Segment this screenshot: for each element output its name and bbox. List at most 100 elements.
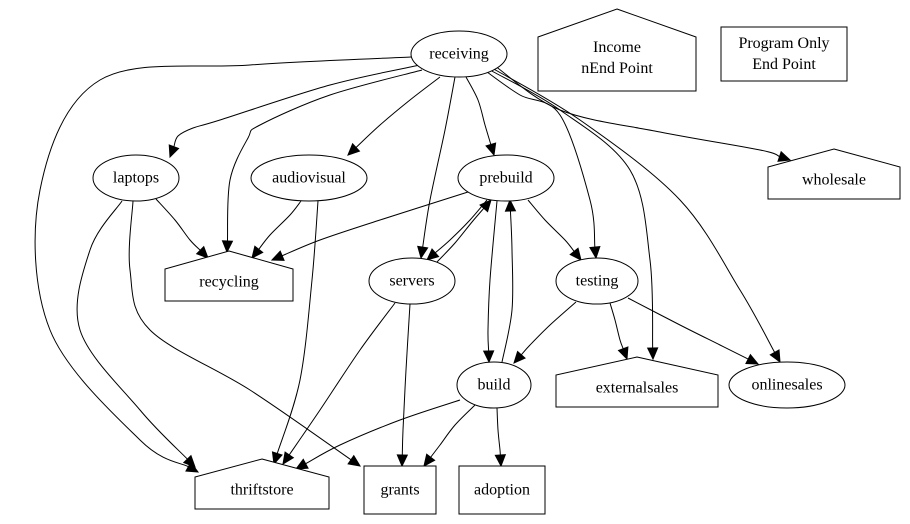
house-shape: [767, 148, 901, 200]
edge-line: [434, 199, 488, 254]
box-shape: [720, 26, 848, 82]
legend-label: Program Only: [738, 35, 829, 52]
edge-line: [281, 191, 469, 257]
edge-receiving-to-externalsales: [489, 69, 659, 361]
edge-build-to-grants: [423, 404, 476, 467]
edge-build-to-thriftstore: [294, 399, 461, 470]
edge-line: [501, 210, 514, 363]
arrowhead-icon: [251, 245, 264, 259]
ellipse-shape: [92, 154, 180, 202]
arrowhead-icon: [513, 350, 526, 364]
node-audiovisual[interactable]: audiovisual: [250, 154, 368, 202]
edge-audiovisual-to-thriftstore: [271, 200, 319, 466]
edge-line: [276, 200, 319, 454]
node-laptops[interactable]: laptops: [92, 154, 180, 202]
edge-line: [527, 199, 575, 252]
arrowhead-icon: [168, 144, 180, 159]
node-label: receiving: [429, 46, 489, 63]
edge-laptops-to-grants: [128, 200, 361, 467]
edge-line: [128, 200, 352, 461]
house-shape: [555, 356, 719, 408]
edges-layer: [34, 56, 792, 473]
node-label: wholesale: [802, 172, 866, 189]
arrowhead-icon: [494, 454, 507, 468]
edge-line: [436, 207, 485, 263]
arrowhead-icon: [482, 350, 495, 364]
edge-line: [496, 407, 501, 456]
edge-prebuild-to-servers: [426, 199, 488, 261]
arrowhead-icon: [504, 198, 517, 212]
edge-prebuild-to-build: [482, 200, 498, 364]
node-recycling[interactable]: recycling: [164, 250, 294, 302]
node-onlinesales[interactable]: onlinesales: [728, 361, 846, 409]
node-label: externalsales: [596, 380, 679, 397]
ellipse-shape: [457, 154, 555, 202]
edge-line: [355, 76, 441, 148]
node-grants[interactable]: grants: [363, 465, 437, 515]
node-label: servers: [389, 273, 434, 290]
node-wholesale[interactable]: wholesale: [767, 148, 901, 200]
node-externalsales[interactable]: externalsales: [555, 356, 719, 408]
node-label: grants: [380, 482, 419, 499]
node-label: onlinesales: [751, 377, 822, 394]
arrowhead-icon: [485, 142, 497, 157]
legend-label: End Point: [752, 56, 816, 73]
node-label: thriftstore: [230, 482, 293, 499]
edge-line: [486, 71, 596, 248]
ellipse-shape: [410, 30, 508, 78]
edge-receiving-to-servers: [417, 76, 456, 260]
arrowhead-icon: [646, 347, 659, 361]
edge-build-to-adoption: [494, 407, 507, 468]
ellipse-shape: [250, 154, 368, 202]
edge-line: [34, 56, 412, 468]
arrowhead-icon: [195, 245, 209, 259]
node-prebuild[interactable]: prebuild: [457, 154, 555, 202]
edge-line: [76, 200, 188, 460]
arrowhead-icon: [347, 142, 361, 156]
arrowhead-icon: [221, 240, 234, 254]
edge-line: [401, 303, 411, 456]
arrowhead-icon: [769, 349, 781, 364]
node-testing[interactable]: testing: [555, 257, 639, 305]
node-adoption[interactable]: adoption: [458, 465, 546, 515]
edge-line: [465, 76, 492, 145]
edge-receiving-to-audiovisual: [347, 76, 441, 156]
arrowhead-icon: [745, 353, 760, 365]
arrowhead-icon: [282, 451, 295, 465]
edge-line: [520, 301, 577, 356]
edge-build-to-prebuild: [501, 198, 517, 363]
legend-label: Income: [593, 39, 641, 56]
node-label: laptops: [113, 170, 159, 187]
node-receiving[interactable]: receiving: [410, 30, 508, 78]
arrowhead-icon: [777, 150, 792, 162]
arrowhead-icon: [589, 245, 601, 260]
arrowhead-icon: [423, 453, 436, 467]
node-label: testing: [576, 273, 619, 290]
box-shape: [458, 465, 546, 515]
node-build[interactable]: build: [456, 361, 532, 409]
arrowhead-icon: [182, 454, 196, 468]
ellipse-shape: [368, 257, 456, 305]
node-thriftstore[interactable]: thriftstore: [194, 458, 330, 510]
arrowhead-icon: [294, 458, 309, 470]
edge-line: [173, 64, 421, 147]
edge-line: [491, 67, 776, 353]
edge-line: [288, 302, 396, 456]
edge-line: [258, 200, 302, 250]
edge-laptops-to-recycling: [155, 198, 209, 259]
node-servers[interactable]: servers: [368, 257, 456, 305]
edge-line: [609, 302, 624, 349]
arrowhead-icon: [271, 451, 283, 466]
house-shape: [164, 250, 294, 302]
legend-label: nEnd Point: [581, 60, 653, 77]
legend-income: Income nEnd Point: [537, 8, 697, 92]
edge-receiving-to-testing: [486, 71, 601, 260]
edge-receiving-to-laptops: [168, 64, 421, 159]
edge-receiving-to-prebuild: [465, 76, 497, 157]
node-label: recycling: [199, 274, 259, 291]
arrowhead-icon: [479, 199, 492, 213]
edge-audiovisual-to-recycling: [251, 200, 302, 259]
ellipse-shape: [728, 361, 846, 409]
